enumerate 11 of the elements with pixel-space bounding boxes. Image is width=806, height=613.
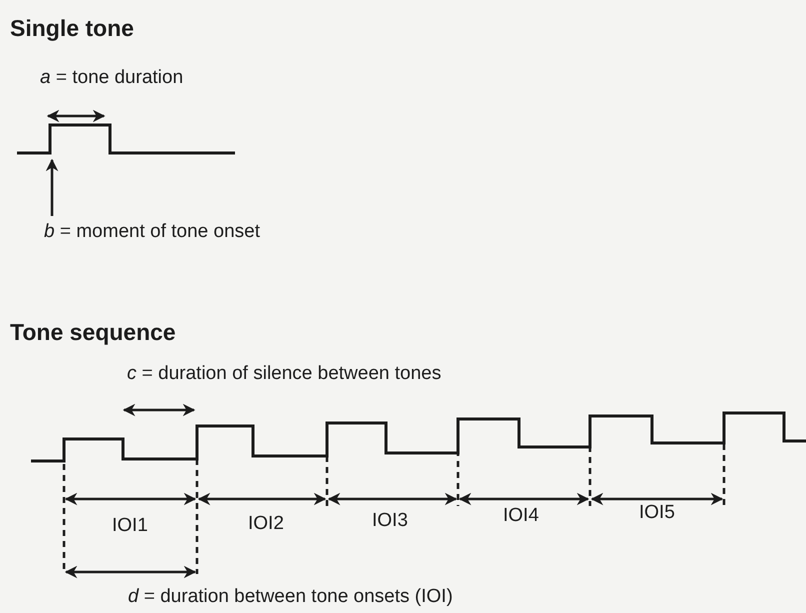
dimension-label: d = duration between tone onsets (IOI) (128, 585, 453, 609)
section-heading: Tone sequence (10, 318, 176, 347)
section-heading: Single tone (10, 14, 134, 43)
dimension-label: c = duration of silence between tones (127, 362, 442, 386)
interval-label: IOI4 (503, 504, 539, 528)
annotation-text: b = moment of tone onset (44, 220, 260, 244)
interval-label: IOI1 (112, 514, 148, 538)
interval-label: IOI5 (639, 501, 675, 525)
interval-label: IOI2 (248, 512, 284, 536)
interval-label: IOI3 (372, 509, 408, 533)
dimension-label: a = tone duration (40, 66, 184, 90)
